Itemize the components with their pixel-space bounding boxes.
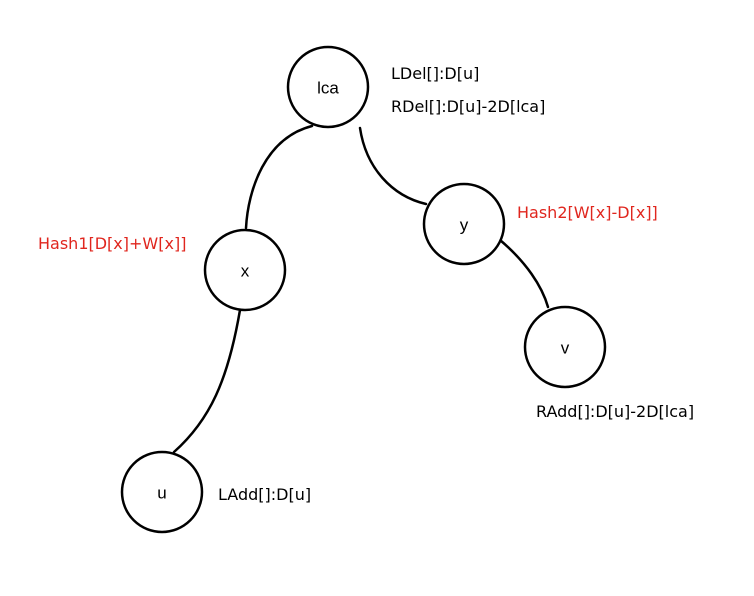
node-v: v (523, 305, 607, 389)
annotation-ladd: LAdd[]:D[u] (218, 485, 311, 504)
node-u: u (120, 450, 204, 534)
node-lca: lca (286, 45, 370, 129)
node-y-label: y (460, 215, 469, 234)
edge-lca-y (358, 126, 428, 206)
node-x: x (203, 228, 287, 312)
edge-lca-x (244, 124, 314, 230)
node-v-label: v (561, 338, 570, 357)
edge-y-v (498, 238, 550, 309)
node-lca-label: lca (317, 78, 339, 97)
annotation-hash2: Hash2[W[x]-D[x]] (517, 203, 658, 222)
annotation-ldel: LDel[]:D[u] (391, 64, 479, 83)
annotation-hash1: Hash1[D[x]+W[x]] (38, 234, 186, 253)
annotation-rdel: RDel[]:D[u]-2D[lca] (391, 97, 545, 116)
node-u-label: u (157, 483, 166, 502)
edge-x-u (172, 308, 242, 454)
node-x-label: x (241, 261, 250, 280)
node-y: y (422, 182, 506, 266)
annotation-radd: RAdd[]:D[u]-2D[lca] (536, 402, 694, 421)
